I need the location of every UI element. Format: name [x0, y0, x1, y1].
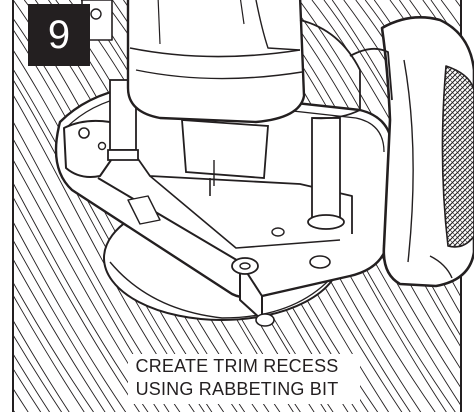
grain-line: [13, 281, 95, 412]
grain-line: [13, 319, 70, 412]
router-base-plate: [54, 84, 394, 327]
router-handle-grip: [349, 16, 474, 288]
grain-line: [13, 258, 106, 412]
caption-line-1: CREATE TRIM RECESS: [135, 356, 339, 376]
grain-line: [13, 158, 160, 412]
grain-line: [13, 294, 85, 412]
router-motor-housing: [81, 0, 361, 124]
grain-line: [13, 333, 63, 412]
grain-line: [13, 408, 16, 412]
grain-line: [13, 352, 51, 412]
router-column-posts: [107, 79, 345, 230]
step-number-badge: 9: [28, 4, 90, 66]
grain-line: [13, 196, 140, 412]
grain-line: [0, 0, 9, 412]
grain-line: [13, 181, 149, 412]
caption-backdrop: [128, 354, 360, 404]
caption-line-2: USING RABBETING BIT: [135, 379, 339, 399]
grain-line: [13, 239, 116, 412]
grain-line: [13, 220, 127, 412]
grain-line: [343, 0, 461, 194]
